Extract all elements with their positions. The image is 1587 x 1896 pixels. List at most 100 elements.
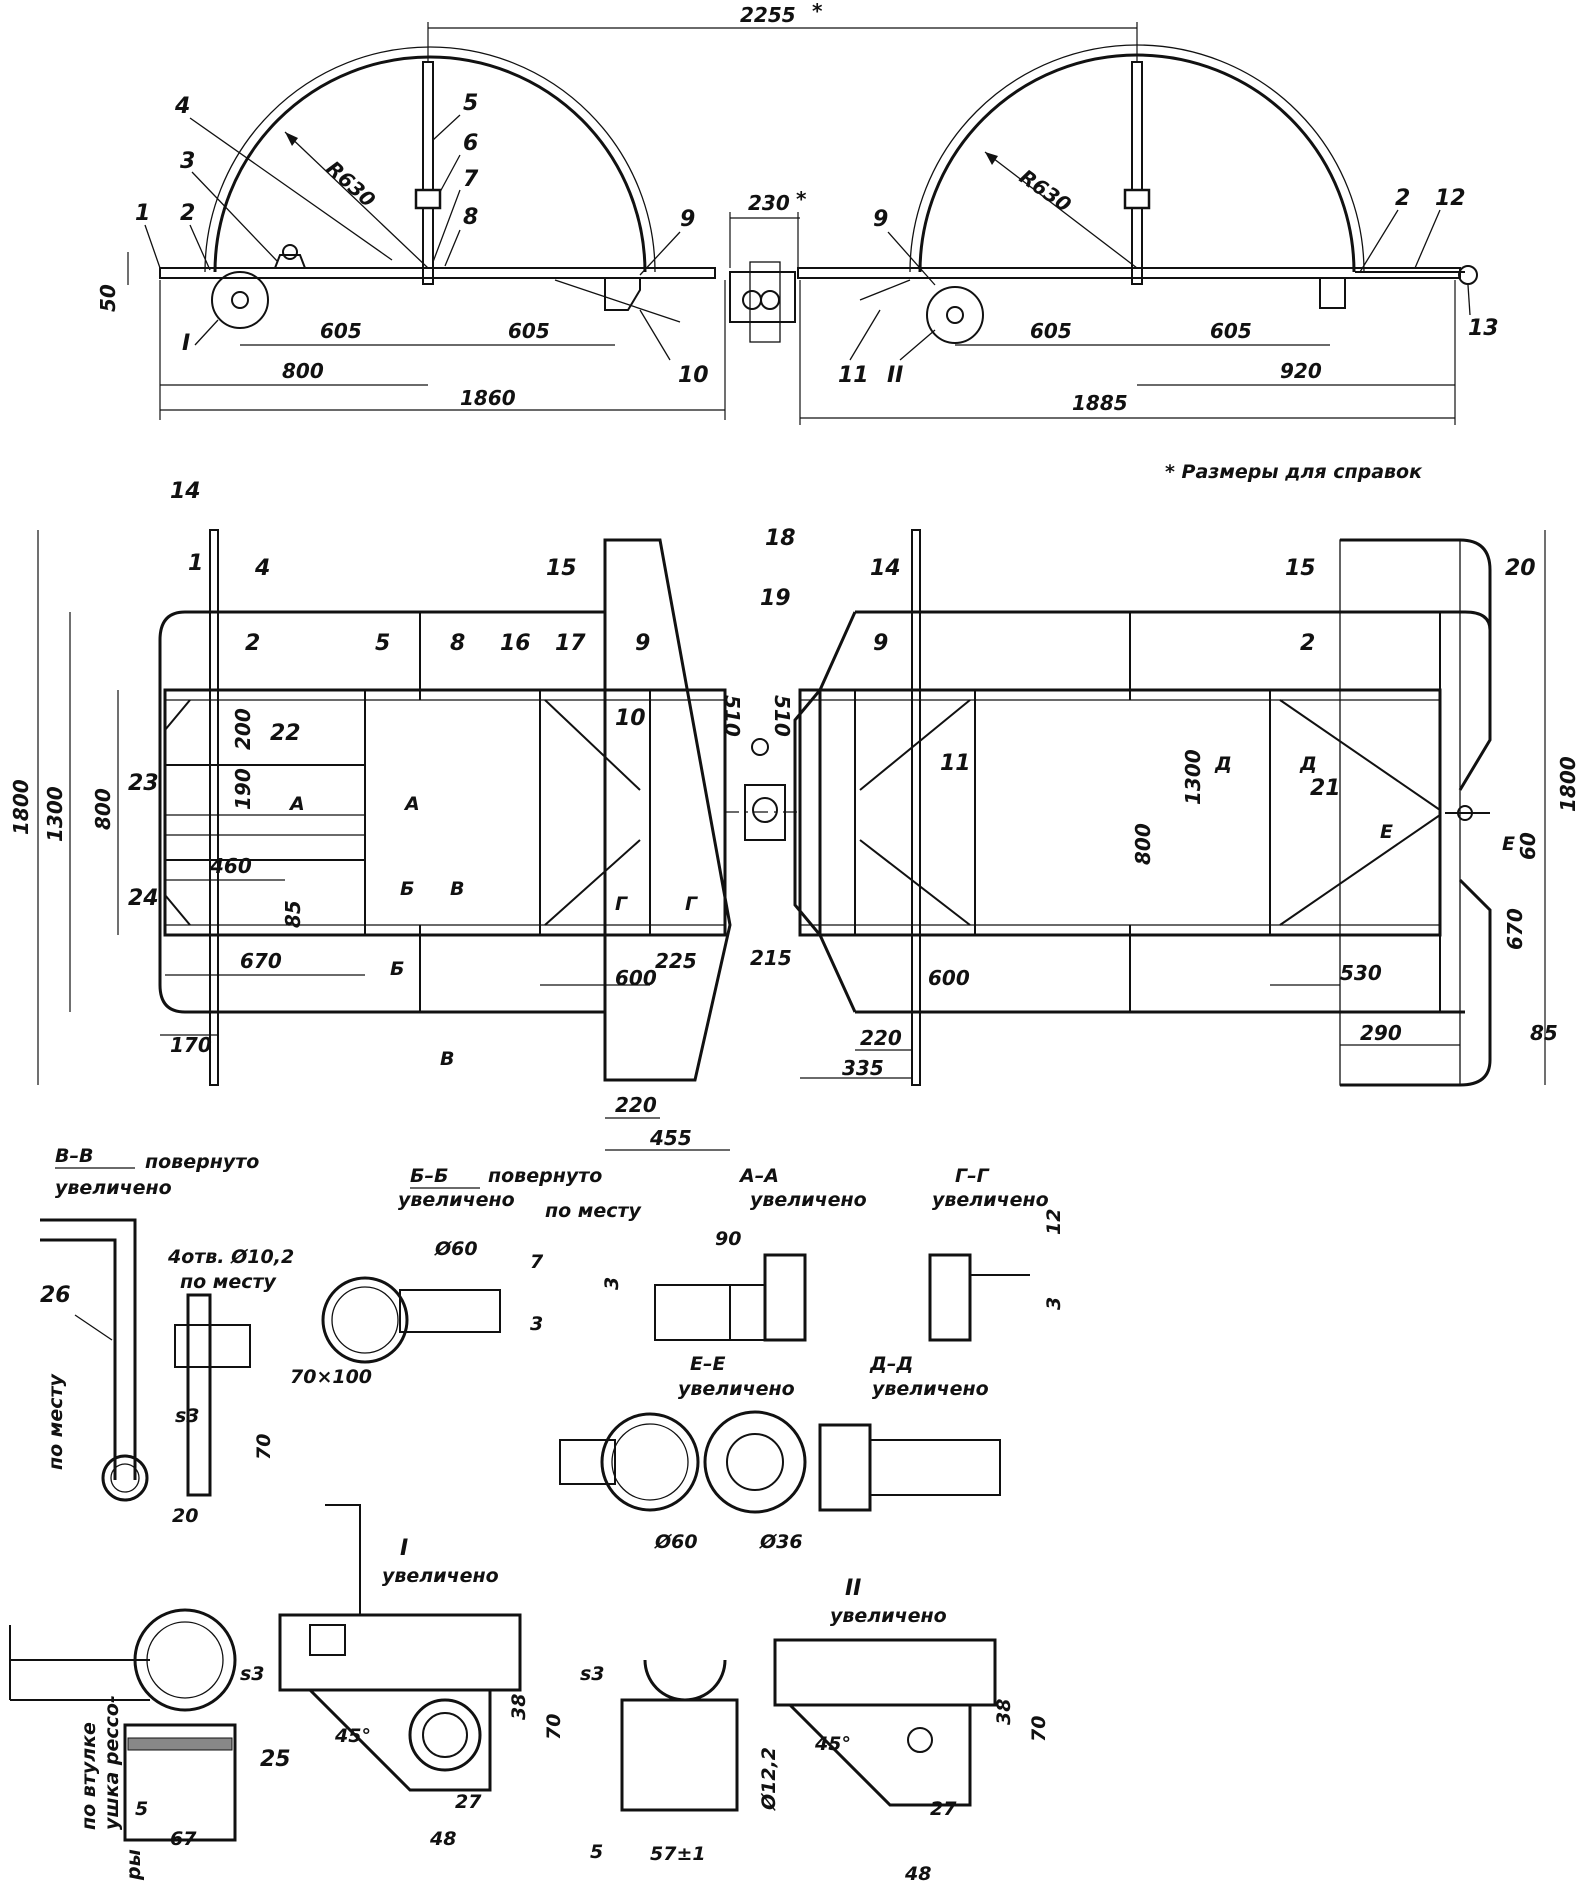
svg-text:1: 1 — [188, 551, 203, 576]
svg-text:460: 460 — [209, 854, 252, 878]
spring-eye-II — [926, 286, 984, 344]
svg-text:Д–Д: Д–Д — [869, 1353, 913, 1375]
svg-text:23: 23 — [128, 771, 159, 796]
dim-920: 920 — [1280, 359, 1322, 383]
svg-text:В: В — [450, 878, 464, 900]
svg-text:170: 170 — [170, 1033, 212, 1057]
section-v-v: В–В повернуто увеличено 26 по месту 4отв… — [40, 1145, 372, 1527]
svg-text:В–В: В–В — [55, 1145, 93, 1167]
svg-text:12: 12 — [1435, 186, 1466, 211]
svg-text:605: 605 — [508, 319, 550, 343]
svg-text:15: 15 — [1285, 556, 1316, 581]
svg-text:5: 5 — [375, 631, 390, 656]
svg-text:4: 4 — [174, 94, 190, 119]
dim-800: 800 — [282, 359, 324, 383]
svg-text:увеличено: увеличено — [55, 1177, 172, 1199]
section-e-e: Е–Е увеличено Ø60 Ø36 — [559, 1353, 807, 1553]
svg-text:67: 67 — [170, 1828, 197, 1850]
svg-text:Ø36: Ø36 — [759, 1531, 803, 1553]
svg-text:5: 5 — [135, 1798, 148, 1820]
svg-text:Г–Г: Г–Г — [955, 1165, 990, 1187]
svg-text:11: 11 — [940, 751, 971, 776]
svg-text:7: 7 — [463, 167, 479, 192]
svg-text:А–А: А–А — [738, 1165, 779, 1187]
svg-text:48: 48 — [904, 1863, 931, 1885]
svg-text:20: 20 — [1505, 556, 1536, 581]
detail-node-II: II увеличено s3 5 57±1 Ø12,2 45° 38 70 2… — [580, 1576, 1050, 1885]
svg-text:3: 3 — [180, 149, 195, 174]
svg-text:600: 600 — [615, 966, 657, 990]
svg-text:Е: Е — [1380, 821, 1393, 843]
svg-text:Д: Д — [1299, 753, 1317, 775]
svg-text:16: 16 — [500, 631, 531, 656]
radius-left: R630 — [322, 156, 381, 212]
svg-text:9: 9 — [635, 631, 650, 656]
svg-text:85: 85 — [281, 900, 305, 928]
svg-text:27: 27 — [455, 1791, 482, 1813]
svg-text:24: 24 — [128, 886, 159, 911]
svg-text:*: * — [796, 187, 807, 211]
svg-text:22: 22 — [270, 721, 301, 746]
svg-text:605: 605 — [320, 319, 362, 343]
svg-text:220: 220 — [615, 1093, 657, 1117]
left-fender-arc — [213, 55, 647, 273]
svg-text:670: 670 — [240, 949, 282, 973]
svg-text:15: 15 — [546, 556, 577, 581]
svg-text:45°: 45° — [334, 1725, 371, 1747]
svg-text:3: 3 — [530, 1313, 543, 1335]
svg-text:20: 20 — [172, 1505, 198, 1527]
svg-text:по месту: по месту — [545, 1200, 642, 1222]
svg-text:ры: ры — [123, 1849, 145, 1881]
svg-text:57±1: 57±1 — [650, 1843, 706, 1865]
svg-text:605: 605 — [1210, 319, 1252, 343]
right-inner-frame — [798, 688, 1442, 937]
svg-text:26: 26 — [40, 1283, 71, 1308]
svg-text:38: 38 — [508, 1694, 530, 1720]
right-post — [1131, 61, 1143, 285]
dim-1885: 1885 — [1072, 391, 1128, 415]
svg-text:90: 90 — [715, 1228, 741, 1250]
svg-text:по месту: по месту — [45, 1373, 67, 1470]
svg-text:Е–Е: Е–Е — [690, 1353, 725, 1375]
svg-text:70: 70 — [253, 1434, 275, 1460]
coupler — [729, 271, 796, 323]
svg-text:по месту: по месту — [180, 1271, 277, 1293]
svg-text:1300: 1300 — [1181, 749, 1205, 805]
left-outer-frame — [158, 610, 605, 1014]
side-elevation: 2255 * 230 * 50 605 605 800 1860 605 605… — [96, 0, 1499, 425]
svg-text:Ø12,2: Ø12,2 — [758, 1747, 780, 1811]
dim-1800-left: 1800 — [9, 779, 33, 835]
svg-text:Ø60: Ø60 — [654, 1531, 698, 1553]
svg-text:2: 2 — [1395, 186, 1410, 211]
svg-text:s3: s3 — [175, 1405, 200, 1427]
svg-text:21: 21 — [1310, 776, 1341, 801]
svg-text:8: 8 — [463, 205, 478, 230]
svg-text:605: 605 — [1030, 319, 1072, 343]
svg-text:I: I — [400, 1536, 408, 1561]
svg-text:190: 190 — [231, 768, 255, 810]
svg-text:510: 510 — [720, 695, 744, 737]
svg-text:Г: Г — [615, 893, 628, 915]
svg-text:12: 12 — [1043, 1209, 1065, 1235]
svg-text:увеличено: увеличено — [830, 1605, 947, 1627]
svg-text:800: 800 — [1131, 823, 1155, 865]
svg-text:335: 335 — [842, 1056, 884, 1080]
svg-text:2: 2 — [245, 631, 260, 656]
svg-text:7: 7 — [530, 1251, 544, 1273]
svg-text:Г: Г — [685, 893, 698, 915]
dim-2255: 2255 — [740, 3, 796, 27]
node-II-marker: II — [887, 363, 903, 388]
svg-text:85: 85 — [1530, 1021, 1558, 1045]
svg-text:45°: 45° — [814, 1733, 851, 1755]
svg-text:800: 800 — [91, 788, 115, 830]
svg-text:60: 60 — [1516, 832, 1540, 860]
svg-text:А: А — [288, 793, 305, 815]
svg-text:s3: s3 — [580, 1663, 605, 1685]
right-fender-arc — [918, 53, 1356, 273]
svg-text:25: 25 — [260, 1747, 291, 1772]
svg-text:повернуто: повернуто — [145, 1151, 259, 1173]
svg-text:увеличено: увеличено — [398, 1189, 515, 1211]
svg-text:ушка рессо-: ушка рессо- — [101, 1695, 123, 1830]
left-fender-plan — [603, 538, 732, 1082]
svg-text:5: 5 — [463, 91, 478, 116]
